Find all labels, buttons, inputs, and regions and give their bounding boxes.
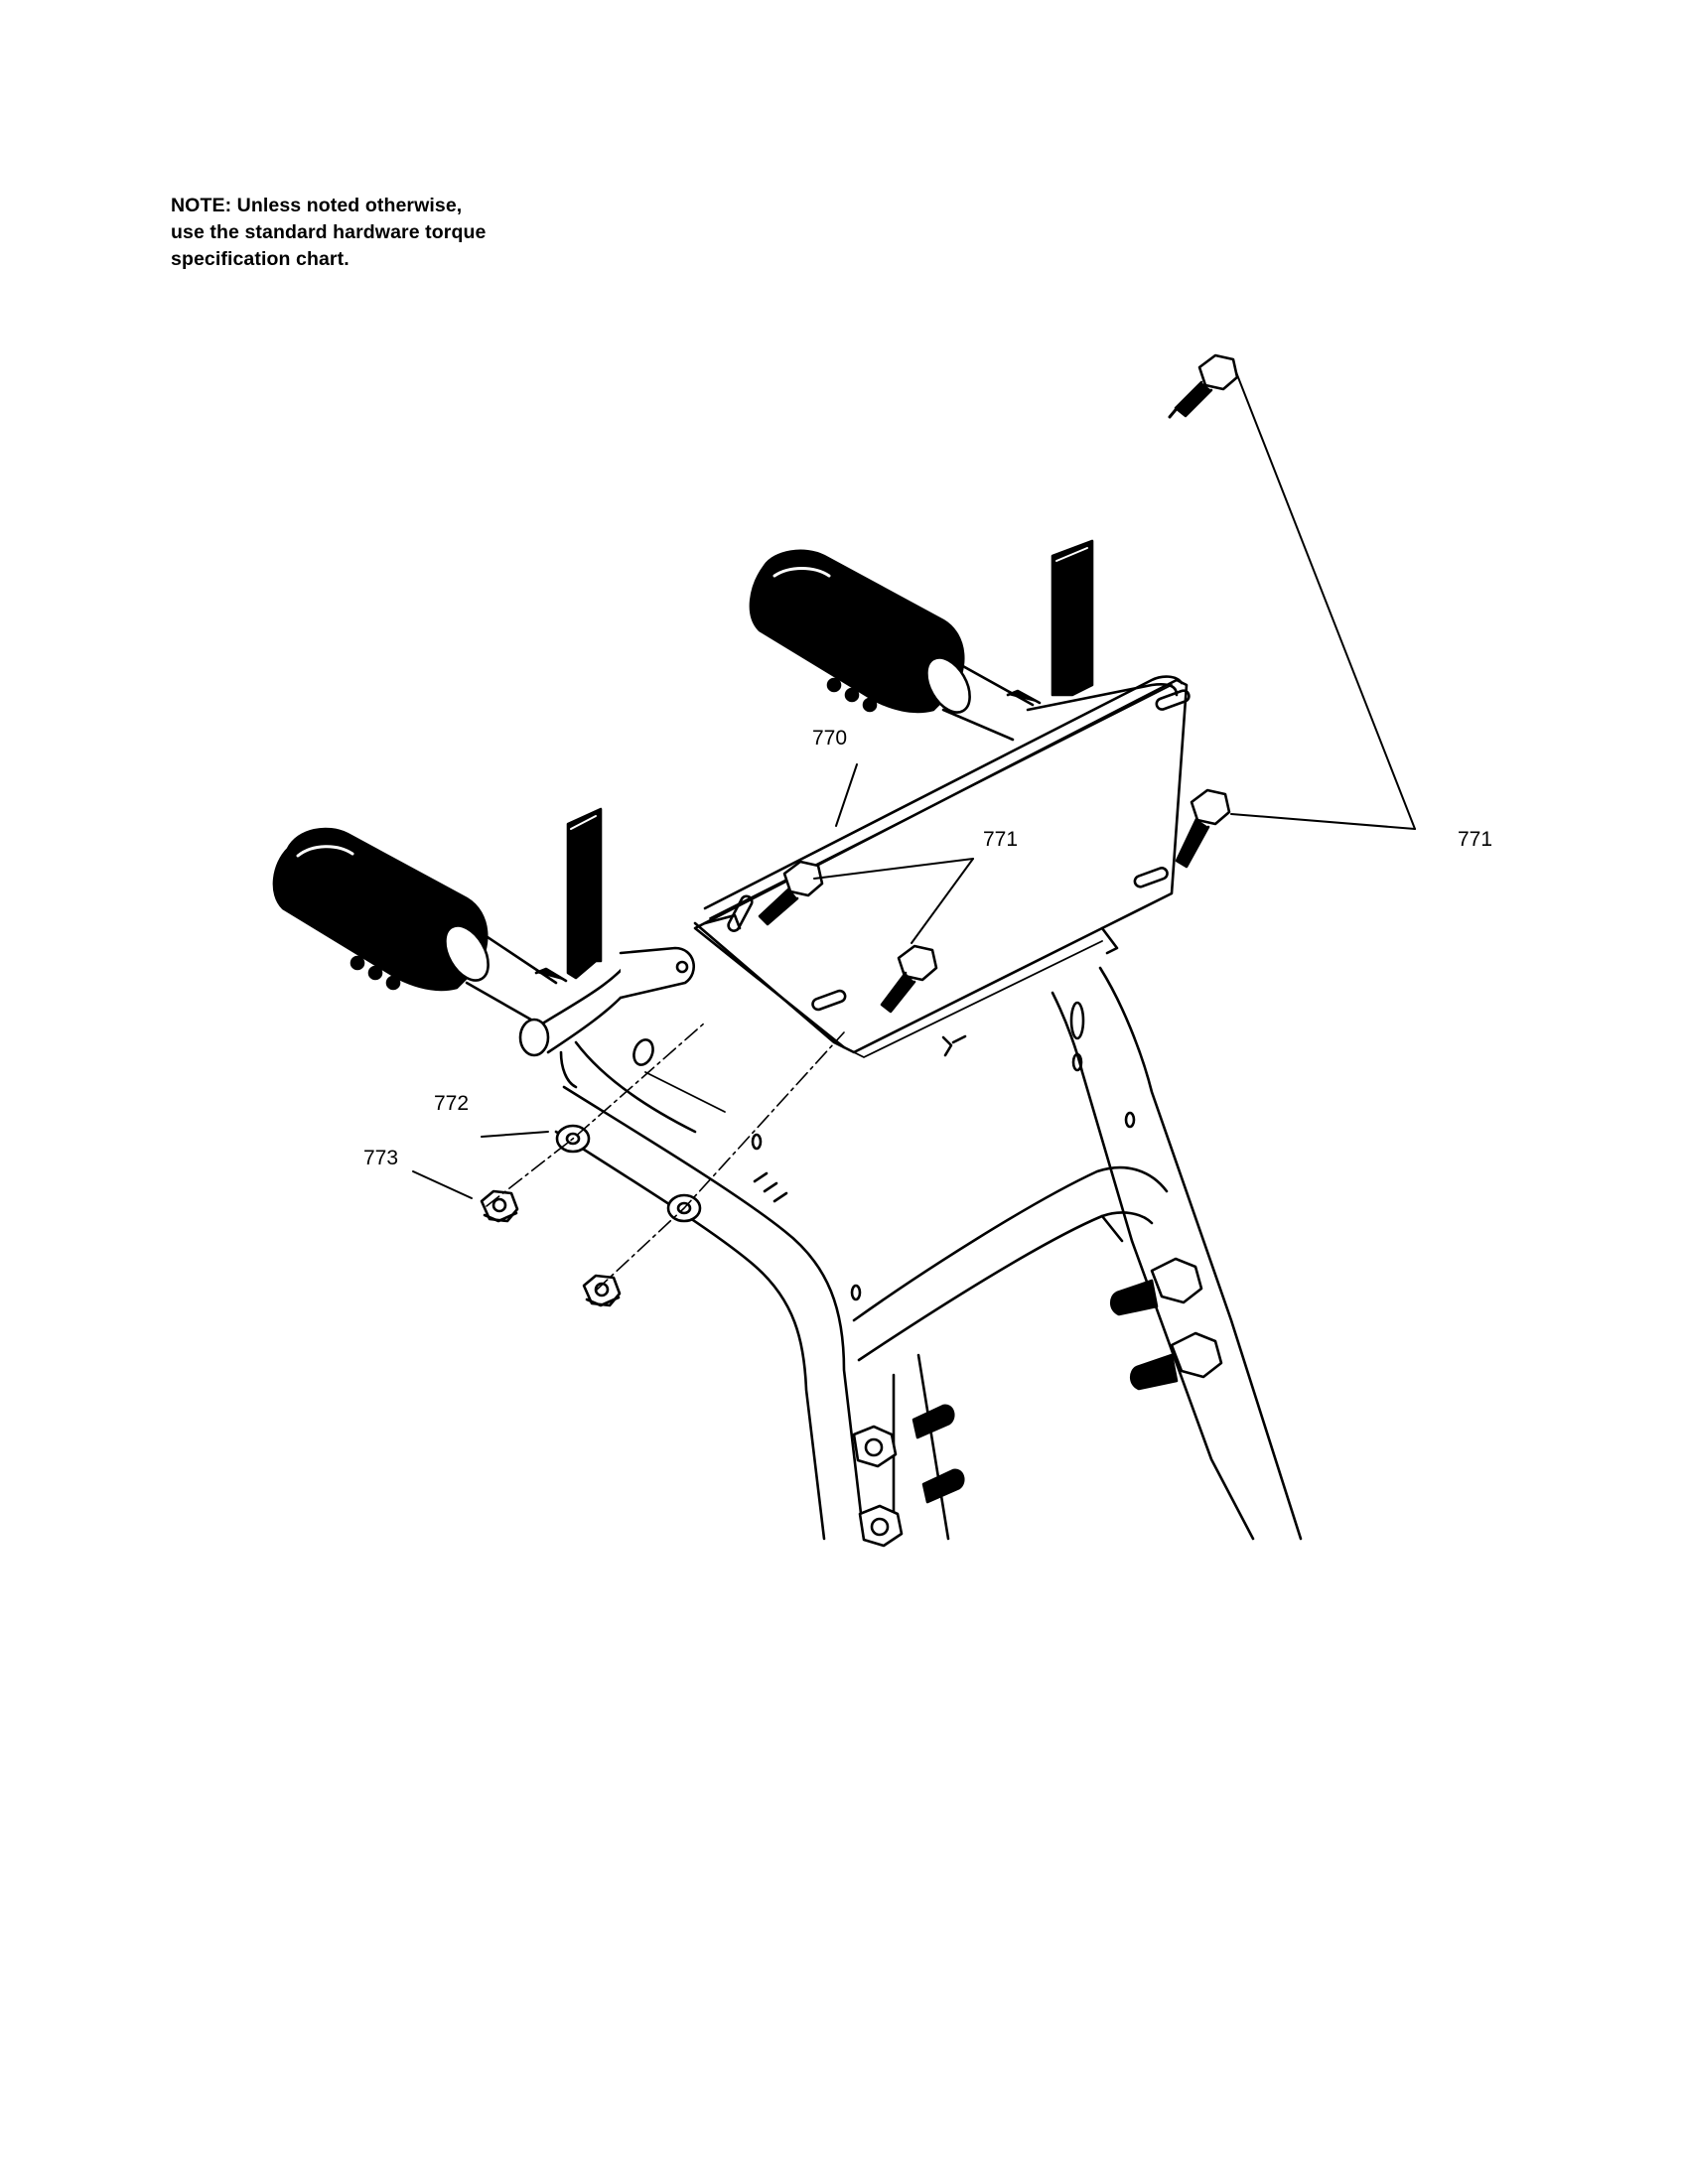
screw-mid-right bbox=[1175, 788, 1231, 869]
screw-top-right bbox=[1168, 353, 1239, 419]
left-grip bbox=[272, 807, 695, 1057]
nut-upper bbox=[480, 1189, 519, 1223]
note-line-1: NOTE: Unless noted otherwise, bbox=[171, 195, 463, 216]
leader-lines bbox=[412, 371, 1416, 1199]
note-line-2: use the standard hardware torque bbox=[171, 221, 487, 243]
carriage-bolt-upper-right bbox=[1109, 1257, 1203, 1316]
upper-handle bbox=[559, 1038, 763, 1151]
nut-lower bbox=[582, 1274, 622, 1307]
callout-770: 770 bbox=[812, 727, 847, 750]
carriage-bolt-upper-left bbox=[852, 1404, 955, 1468]
screw-center bbox=[880, 944, 938, 1014]
console-panel bbox=[693, 675, 1191, 1058]
lower-handle-frame bbox=[554, 966, 1303, 1548]
callout-773: 773 bbox=[363, 1147, 398, 1169]
torque-note: NOTE: Unless noted otherwise, use the st… bbox=[171, 193, 588, 273]
right-grip bbox=[749, 539, 1094, 742]
carriage-bolt-lower-left bbox=[858, 1468, 965, 1548]
callout-771-right: 771 bbox=[1458, 828, 1492, 851]
callout-772: 772 bbox=[434, 1092, 469, 1115]
assembly-centerlines bbox=[486, 1022, 845, 1292]
carriage-bolt-lower-right bbox=[1129, 1331, 1223, 1391]
callout-771-left: 771 bbox=[983, 828, 1018, 851]
screw-left bbox=[758, 860, 824, 926]
note-line-3: specification chart. bbox=[171, 248, 350, 270]
